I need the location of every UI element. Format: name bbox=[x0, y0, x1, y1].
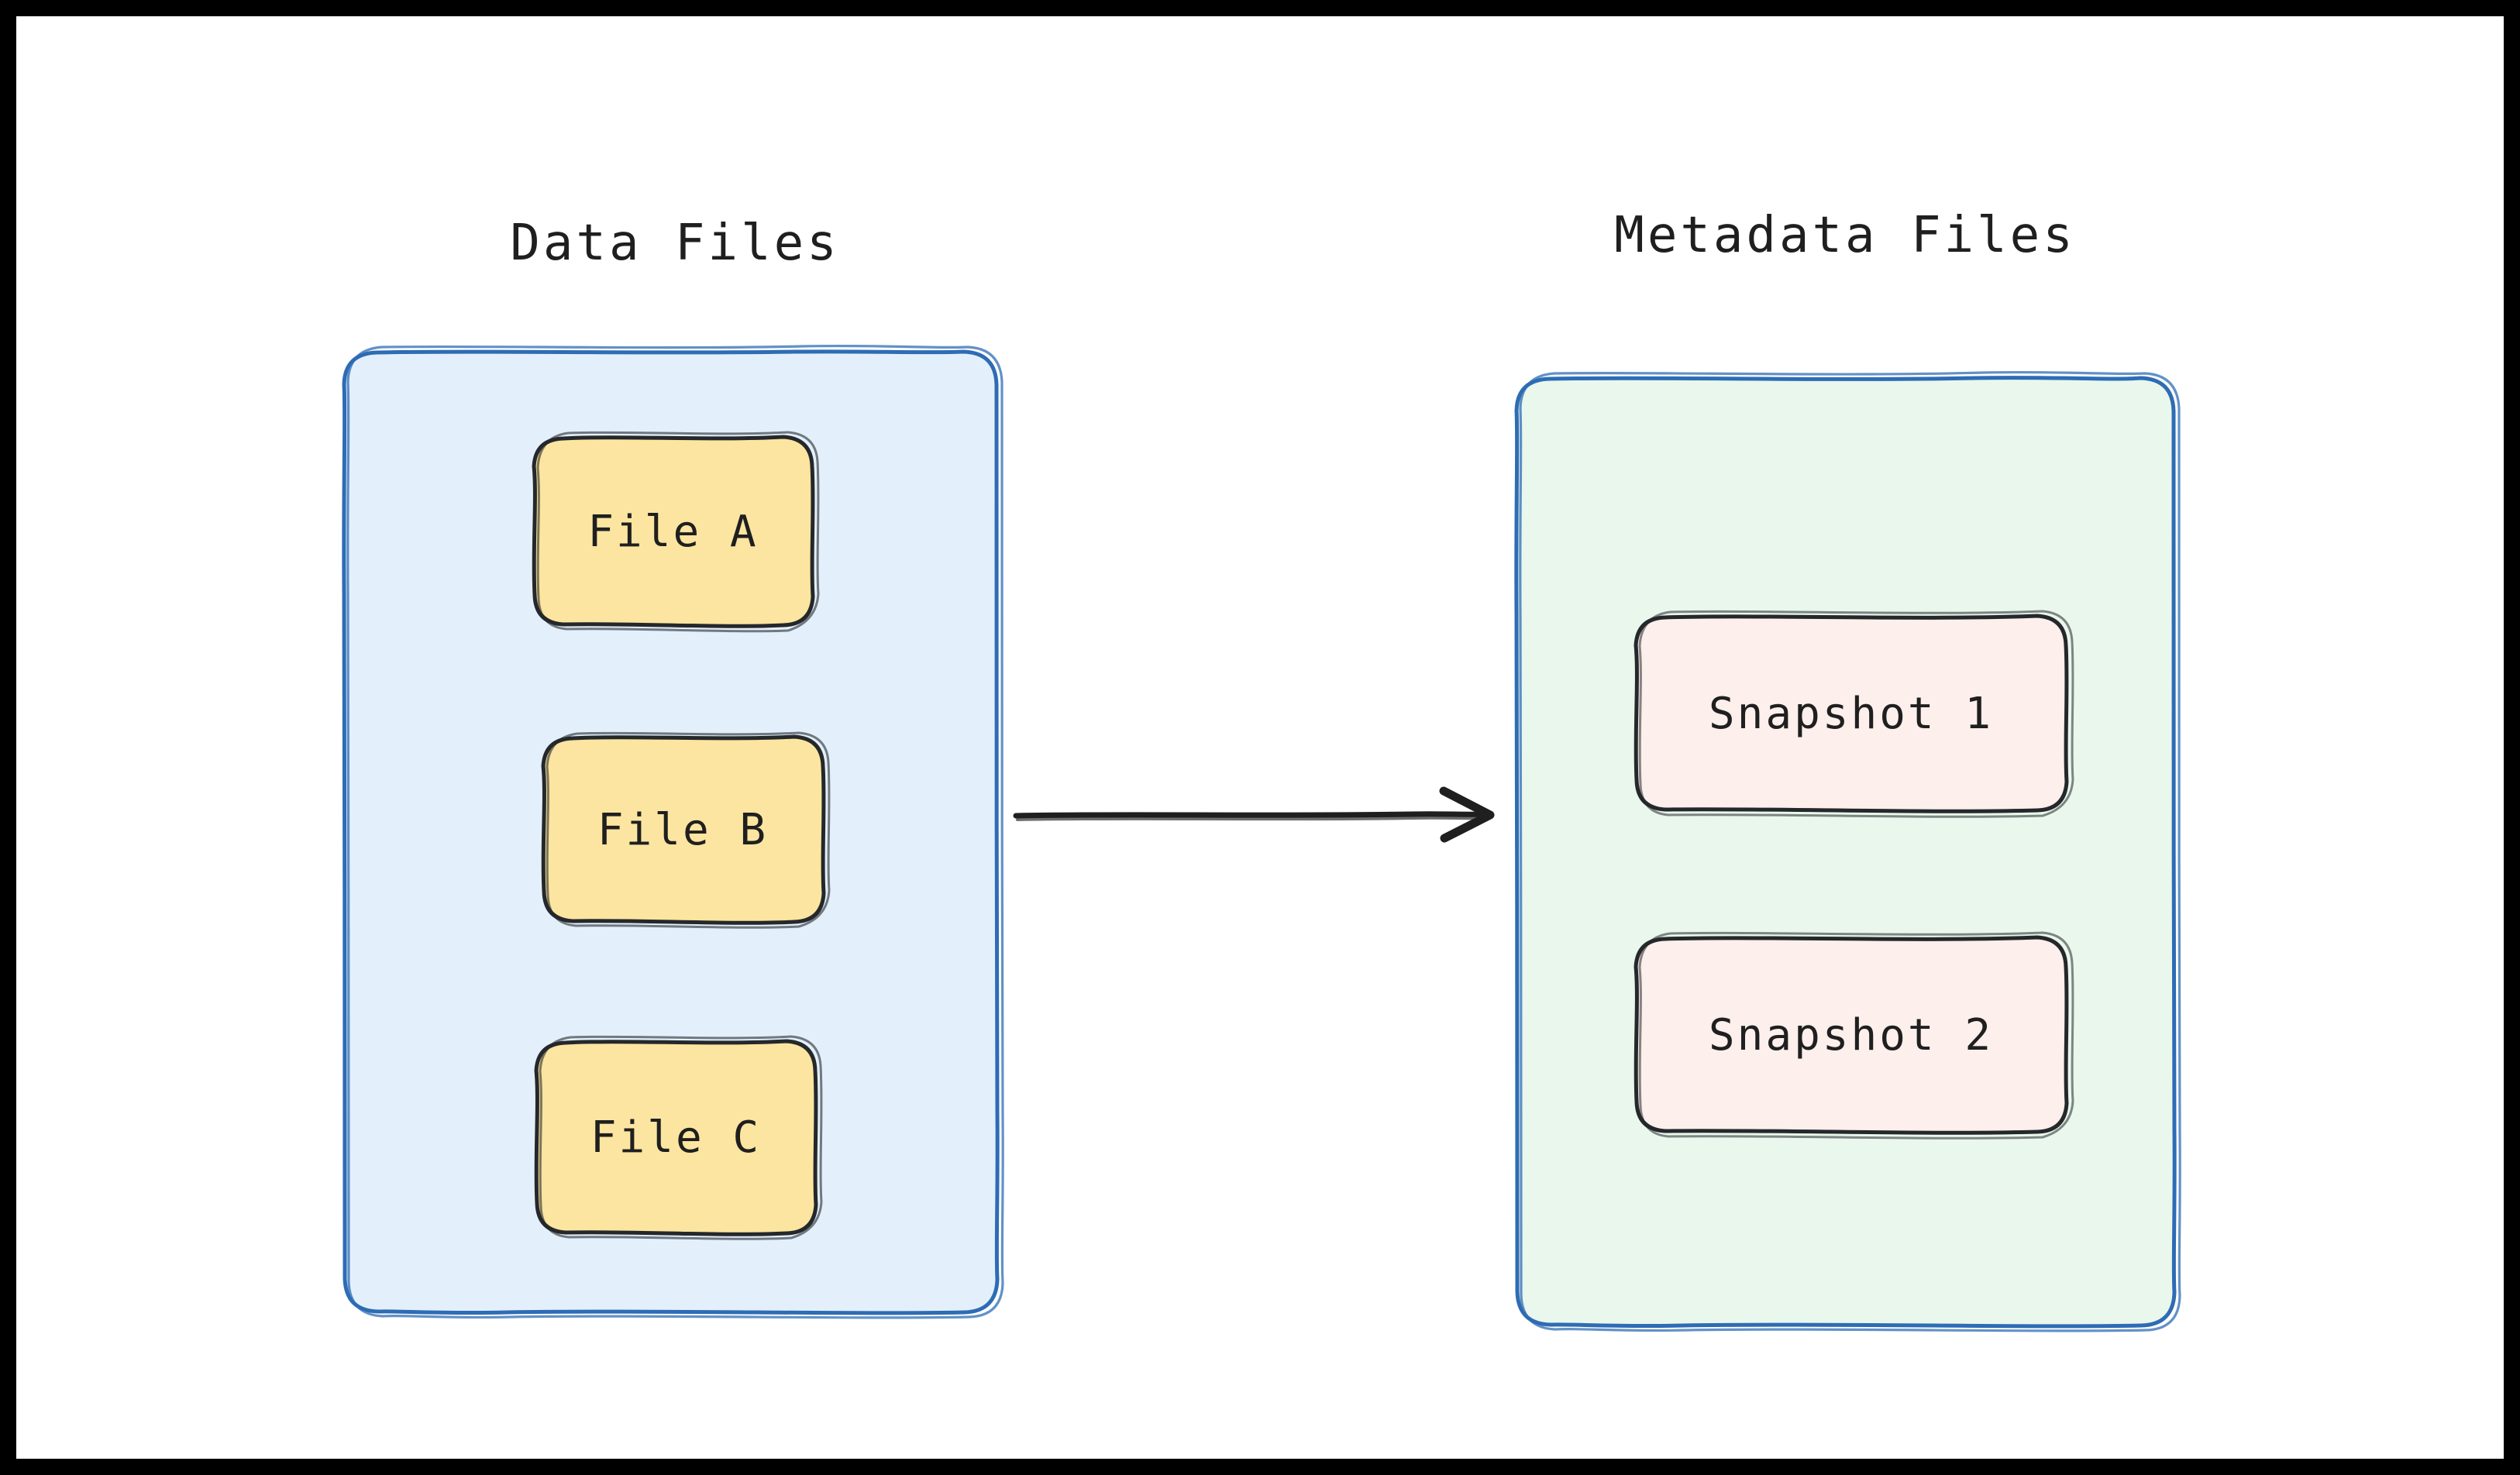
arrow-data-to-metadata-shape bbox=[1013, 786, 1495, 843]
node-snapshot-2[interactable]: Snapshot 2 bbox=[1620, 923, 2081, 1147]
group-title-metadata-files: Metadata Files bbox=[1614, 207, 2076, 264]
node-snapshot-1-shape bbox=[1634, 610, 2074, 818]
arrow-data-to-metadata[interactable] bbox=[1008, 760, 1504, 868]
group-title-data-files: Data Files bbox=[510, 215, 840, 272]
node-snapshot-1[interactable]: Snapshot 1 bbox=[1620, 601, 2081, 826]
group-container-metadata-files-shape bbox=[1514, 370, 2181, 1332]
group-container-metadata-files[interactable] bbox=[1502, 363, 2188, 1340]
node-file-a[interactable]: File A bbox=[520, 423, 826, 640]
node-file-b-shape bbox=[541, 731, 831, 929]
node-file-b[interactable]: File B bbox=[528, 723, 838, 937]
node-file-c[interactable]: File C bbox=[522, 1027, 830, 1248]
node-file-c-shape bbox=[534, 1035, 823, 1240]
node-file-a-shape bbox=[532, 431, 820, 633]
diagram-canvas: Data Files File A bbox=[16, 16, 2504, 1459]
node-snapshot-2-shape bbox=[1634, 931, 2074, 1140]
